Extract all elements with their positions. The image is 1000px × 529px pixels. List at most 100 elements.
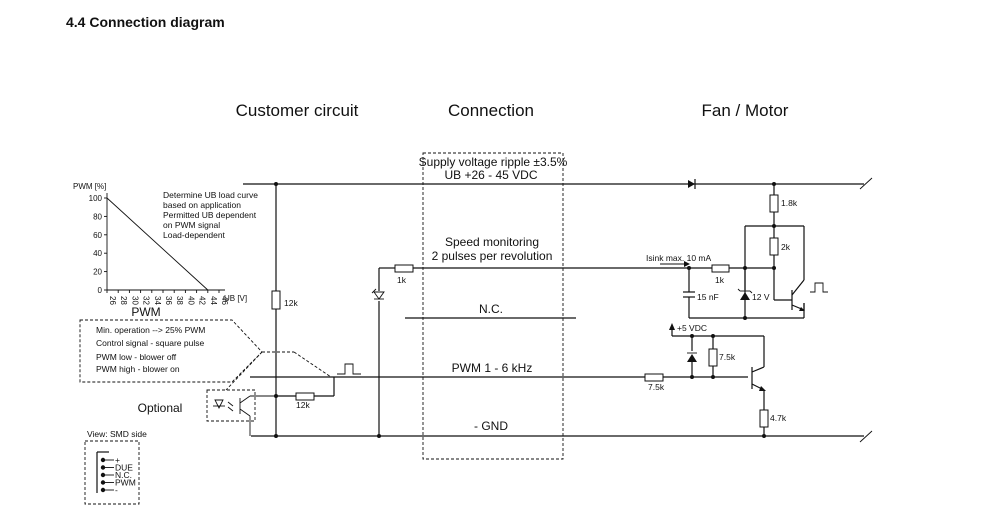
graph-y-tick-label: 80 xyxy=(93,212,102,221)
junction-dot xyxy=(762,434,766,438)
graph-y-tick-label: 20 xyxy=(93,268,102,277)
graph-x-tick-label: 42 xyxy=(198,296,207,305)
graph-curve xyxy=(106,197,209,291)
supply-line xyxy=(243,177,873,190)
isink-arrow xyxy=(660,261,690,267)
connector-pin-label: DUE xyxy=(115,463,133,473)
pwm-note-line: PWM low - blower off xyxy=(96,352,177,362)
pwm-note-box xyxy=(79,319,263,383)
graph-note-line: Permitted UB dependent xyxy=(163,210,257,220)
nc-label: N.C. xyxy=(479,302,503,316)
graph-x-tick-label: 46 xyxy=(220,296,229,305)
optional-label: Optional xyxy=(138,401,183,415)
supply-5vdc-label: +5 VDC xyxy=(677,323,707,333)
supply-voltage-label: UB +26 - 45 VDC xyxy=(444,168,537,182)
resistor-1k-fan-label: 1k xyxy=(715,275,725,285)
junction-dot xyxy=(687,266,691,270)
diode-pwm-input xyxy=(687,352,697,362)
diode-supply xyxy=(688,179,696,189)
graph-note-line: Determine UB load curve xyxy=(163,190,258,200)
pwm-note-line: Min. operation --> 25% PWM xyxy=(96,325,205,335)
heading-fan-motor: Fan / Motor xyxy=(702,101,789,120)
graph-note-line: Load-dependent xyxy=(163,230,226,240)
junction-dot xyxy=(690,334,694,338)
section-title: 4.4 Connection diagram xyxy=(66,14,225,30)
junction-dot xyxy=(743,266,747,270)
junction-dot xyxy=(772,182,776,186)
speed-pulse-symbol xyxy=(810,282,828,293)
zener-12v-label: 12 V xyxy=(752,292,770,302)
resistor-1k-customer-label: 1k xyxy=(397,275,407,285)
connector-pin-label: - xyxy=(115,485,118,495)
junction-dot xyxy=(274,182,278,186)
resistor-7-5k-horizontal xyxy=(644,373,664,382)
junction-dot xyxy=(377,434,381,438)
supply-5vdc-arrow xyxy=(669,323,675,330)
connector-view-label: View: SMD side xyxy=(87,429,147,439)
graph-y-tick-label: 100 xyxy=(89,194,103,203)
graph-x-tick-label: 28 xyxy=(119,296,128,305)
resistor-2k-label: 2k xyxy=(781,242,791,252)
graph-note-line: based on application xyxy=(163,200,241,210)
connector-outline xyxy=(84,440,140,505)
gnd-label: - GND xyxy=(474,419,508,433)
resistor-1k-customer xyxy=(394,264,414,273)
resistor-1-8k-label: 1.8k xyxy=(781,198,798,208)
resistor-7-5k-horizontal-label: 7.5k xyxy=(648,382,665,392)
supply-label: Supply voltage ripple ±3.5% xyxy=(419,155,568,169)
resistor-4-7k xyxy=(759,409,769,428)
graph-x-label: UB [V] xyxy=(224,294,247,303)
junction-dot xyxy=(711,334,715,338)
resistor-2k xyxy=(769,237,779,256)
graph-x-tick-label: 32 xyxy=(142,296,151,305)
pwm-note-callout xyxy=(225,351,332,391)
diode-speed-customer xyxy=(371,288,385,300)
graph-x-tick-label: 30 xyxy=(130,296,139,305)
resistor-7-5k-vertical xyxy=(708,348,718,367)
gnd-line xyxy=(251,430,873,443)
resistor-12k-vertical-label: 12k xyxy=(284,298,298,308)
graph-note-line: on PWM signal xyxy=(163,220,220,230)
transistor-pwm xyxy=(751,366,766,391)
graph-y-label: PWM [%] xyxy=(73,182,106,191)
zener-12v xyxy=(737,288,753,300)
pwm-label: PWM 1 - 6 kHz xyxy=(452,361,533,375)
graph-caption: PWM xyxy=(131,305,160,319)
transistor-speed xyxy=(791,279,805,311)
heading-customer-circuit: Customer circuit xyxy=(236,101,359,120)
resistor-1-8k xyxy=(769,194,779,213)
isink-label: Isink max. 10 mA xyxy=(646,253,712,263)
junction-dot xyxy=(711,375,715,379)
connector-pin-label: PWM xyxy=(115,478,136,488)
junction-dot xyxy=(274,434,278,438)
graph-x-tick-label: 38 xyxy=(175,296,184,305)
graph-x-tick-label: 36 xyxy=(164,296,173,305)
optocoupler-box xyxy=(206,389,256,422)
resistor-7-5k-vertical-label: 7.5k xyxy=(719,352,736,362)
connection-box xyxy=(422,152,564,460)
resistor-12k-horizontal-label: 12k xyxy=(296,400,310,410)
junction-dot xyxy=(743,316,747,320)
graph-y-tick-label: 60 xyxy=(93,231,102,240)
resistor-12k-horizontal xyxy=(295,392,315,401)
graph-x-tick-label: 26 xyxy=(108,296,117,305)
resistor-4-7k-label: 4.7k xyxy=(770,413,787,423)
pwm-note-line: PWM high - blower on xyxy=(96,364,180,374)
junction-dot xyxy=(690,375,694,379)
pwm-pulse-symbol xyxy=(337,363,361,375)
capacitor-15nf xyxy=(683,291,695,298)
graph-x-tick-label: 34 xyxy=(153,296,162,305)
graph-x-tick-label: 40 xyxy=(186,296,195,305)
junction-dot xyxy=(772,266,776,270)
heading-connection: Connection xyxy=(448,101,534,120)
resistor-1k-fan xyxy=(711,264,730,273)
connector-pin-label: + xyxy=(115,455,120,465)
graph-y-tick-label: 40 xyxy=(93,249,102,258)
pwm-input-wiring xyxy=(671,330,765,436)
connector-pin-label: N.C. xyxy=(115,470,132,480)
